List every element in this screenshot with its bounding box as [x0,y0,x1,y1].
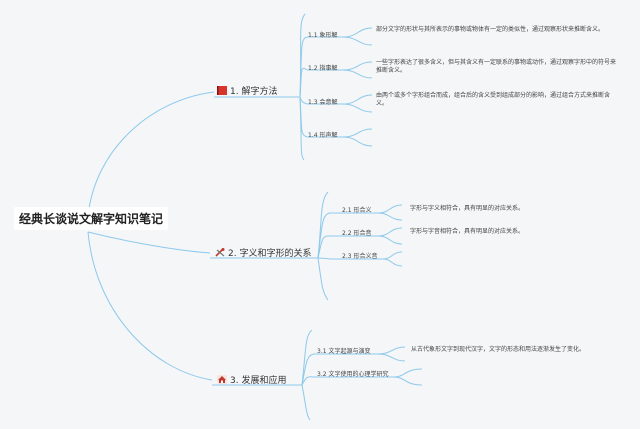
note-1-3[interactable]: 由两个或多个字形组合而成，组合后的含义受到组成部分的影响，通过组合方式来推断含义… [376,92,611,107]
note-1-1[interactable]: 部分文字的形状与其所表示的事物或物体有一定的类似性，通过观察形状来推断含义。 [376,26,605,33]
branch-1-label: 1. 解字方法 [230,87,278,97]
branch-2-topic[interactable]: 2. 字义和字形的关系 [215,246,311,259]
subtopic-2-1[interactable]: 2.1 形合义 [342,207,372,214]
note-3-1[interactable]: 从古代象形文字到现代汉字，文字的形态和用法逐渐发生了变化。 [411,346,586,353]
subtopic-1-1[interactable]: 1.1 象形解 [308,32,338,39]
home-icon [217,375,227,384]
branch-1-topic[interactable]: 1. 解字方法 [217,84,277,97]
note-2-1[interactable]: 字形与字义相符合，具有明显的对应关系。 [410,205,525,212]
subtopic-3-2[interactable]: 3.2 文字使用的心理学研究 [317,371,389,378]
branch-2-label: 2. 字义和字形的关系 [228,249,312,259]
subtopic-1-4[interactable]: 1.4 形声解 [308,132,338,139]
subtopic-2-2[interactable]: 2.2 形合音 [342,230,372,237]
branch-3-topic[interactable]: 3. 发展和应用 [217,373,286,386]
subtopic-3-1[interactable]: 3.1 文字起源与演变 [317,348,371,355]
branch-3-label: 3. 发展和应用 [230,376,287,386]
subtopic-1-3[interactable]: 1.3 会意解 [308,99,338,106]
root-topic[interactable]: 经典长谈说文解字知识笔记 [14,207,169,230]
red-flag-icon [217,86,227,95]
subtopic-2-3[interactable]: 2.3 形合义音 [342,253,378,260]
tools-icon [215,248,225,257]
note-2-2[interactable]: 字形与字音相符合，具有明显的对应关系。 [410,228,525,235]
subtopic-1-2[interactable]: 1.2 指事解 [308,65,338,72]
note-1-2[interactable]: 一些字形表达了很多含义，但与其含义有一定联系的事物或动作，通过观察字形中的符号来… [376,59,617,74]
